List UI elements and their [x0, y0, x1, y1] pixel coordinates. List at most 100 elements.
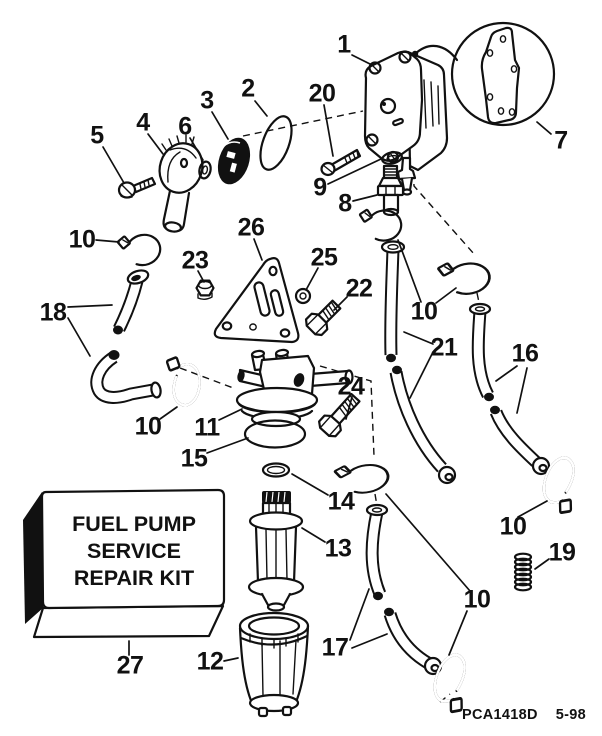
callout-label-7-6: 7: [554, 126, 568, 155]
flat-washer: [294, 287, 312, 305]
callout-leader-10: [95, 239, 120, 243]
callout-label-3-2: 3: [200, 86, 214, 115]
callout-leader-6: [189, 137, 204, 161]
callout-label-8-7: 8: [338, 189, 352, 218]
callout-label-10-12: 10: [499, 512, 527, 541]
callout-label-4-3: 4: [136, 108, 150, 137]
callout-leader-16: [495, 365, 518, 382]
hose-16: [468, 302, 551, 476]
callout-label-21-24: 21: [430, 333, 458, 362]
callout-label-1-0: 1: [337, 30, 351, 59]
callout-leader-10: [385, 493, 471, 592]
callout-label-12-15: 12: [196, 647, 224, 676]
dashed-guide-line: [412, 159, 475, 255]
callout-leader-10: [397, 239, 422, 303]
callout-label-22-25: 22: [345, 274, 373, 303]
callout-leader-2: [254, 100, 268, 117]
callout-label-20-23: 20: [308, 79, 336, 108]
callout-leader-8: [352, 194, 378, 202]
callout-leader-17: [349, 588, 370, 641]
cover-screw: [117, 176, 157, 199]
drawing-code: PCA1418D: [462, 707, 538, 723]
callout-label-5-4: 5: [90, 121, 104, 150]
callout-leader-11: [218, 408, 243, 421]
hose-21: [380, 240, 457, 485]
callout-label-9-8: 9: [313, 173, 327, 202]
callout-label-26-29: 26: [237, 213, 265, 242]
callout-label-14-17: 14: [327, 487, 355, 516]
seal-ring: [198, 160, 212, 180]
callout-leader-21: [403, 331, 434, 345]
callout-label-25-28: 25: [310, 243, 338, 272]
callout-leader-16: [516, 367, 528, 414]
callout-leader-18: [67, 304, 113, 308]
diaphragm-disc: [217, 137, 251, 185]
dashed-guide-line: [179, 367, 237, 390]
callout-leader-13: [301, 527, 326, 543]
service-kit-box: FUEL PUMP SERVICE REPAIR KIT: [23, 488, 226, 639]
callout-leader-1: [351, 54, 371, 65]
hex-nut: [195, 279, 215, 300]
kit-box-line-1: FUEL PUMP: [72, 512, 196, 536]
filter-housing: [235, 348, 354, 428]
filter-bowl: [238, 611, 310, 718]
callout-leader-15: [206, 437, 249, 454]
callout-label-13-16: 13: [324, 534, 352, 563]
fuel-pump-body: [363, 44, 459, 196]
housing-o-ring: [243, 419, 307, 449]
callout-label-17-20: 17: [321, 633, 349, 662]
hose-18: [90, 269, 162, 404]
diaphragm-o-ring: [259, 115, 293, 171]
filter-o-ring: [261, 462, 291, 478]
part-code: PCA1418D 5-98: [462, 707, 586, 723]
kit-box-line-2: SERVICE: [87, 539, 181, 563]
drawing-date: 5-98: [555, 707, 586, 723]
callout-leader-10: [159, 406, 178, 420]
callout-leader-9: [327, 158, 382, 185]
kit-box-line-3: REPAIR KIT: [74, 566, 194, 590]
callout-label-24-27: 24: [337, 372, 365, 401]
dashed-guide-line: [242, 110, 364, 137]
callout-label-23-26: 23: [181, 246, 209, 275]
callout-leader-14: [291, 473, 329, 496]
callout-leader-23: [197, 270, 205, 283]
callout-leader-12: [223, 657, 239, 662]
callout-leader-10: [517, 500, 548, 518]
callout-label-27-30: 27: [116, 651, 144, 680]
dashed-guide-line: [374, 493, 378, 507]
hose-17: [365, 503, 443, 676]
callout-leader-25: [305, 267, 319, 291]
callout-label-15-18: 15: [180, 444, 208, 473]
mount-screw: [320, 148, 362, 177]
filter-element: [247, 491, 305, 612]
callout-leader-10: [448, 610, 468, 656]
callout-label-10-10: 10: [134, 412, 162, 441]
callout-leader-26: [253, 238, 263, 261]
callout-leader-19: [534, 558, 550, 570]
callout-label-2-1: 2: [241, 74, 255, 103]
callout-label-16-19: 16: [511, 339, 539, 368]
outlet-o-ring: [381, 151, 403, 165]
mounting-bracket: [213, 257, 300, 344]
gasket-inset: [450, 21, 556, 127]
callout-leader-7: [536, 121, 552, 135]
callout-label-10-11: 10: [410, 297, 438, 326]
callout-leader-10: [435, 287, 457, 304]
pump-cover: [158, 134, 204, 233]
callout-leader-22: [333, 296, 348, 311]
callout-label-10-13: 10: [463, 585, 491, 614]
callout-leader-21: [409, 351, 434, 399]
spring: [513, 552, 533, 592]
dashed-guide-line: [476, 292, 481, 308]
callout-leader-20: [323, 104, 334, 157]
callout-label-19-22: 19: [548, 538, 576, 567]
callout-leader-3: [211, 111, 229, 140]
bracket-bolt: [304, 299, 342, 337]
callout-label-18-21: 18: [39, 298, 67, 327]
callout-leader-17: [351, 633, 388, 649]
callout-leader-18: [67, 317, 91, 357]
callout-leader-24: [345, 396, 353, 420]
